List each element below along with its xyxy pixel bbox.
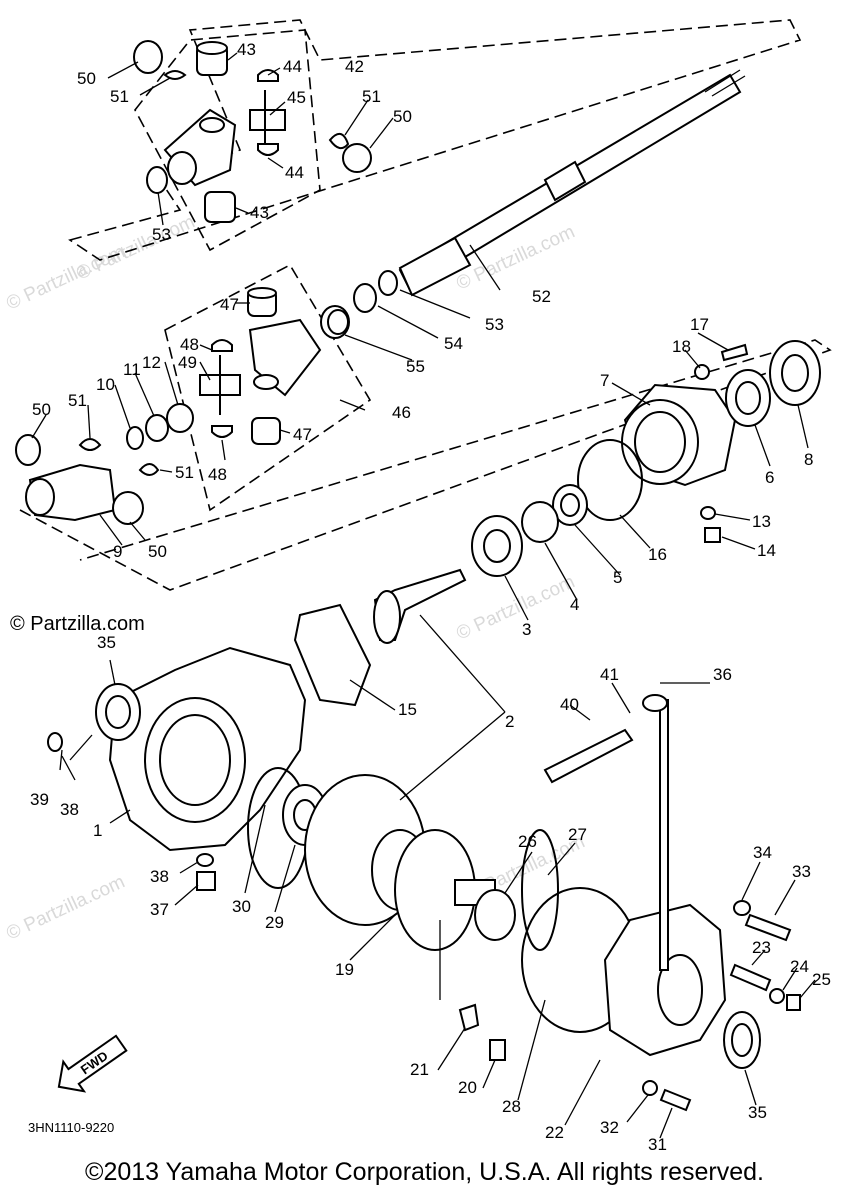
callout-label: 3 <box>522 620 531 639</box>
callout-label: 47 <box>293 425 312 444</box>
callout-label: 35 <box>97 633 116 652</box>
callout-label: 40 <box>560 695 579 714</box>
callout-label: 37 <box>150 900 169 919</box>
callout-label: 18 <box>672 337 691 356</box>
differential-cover <box>458 694 801 1112</box>
callout-label: 53 <box>152 225 171 244</box>
copyright-notice: ©2013 Yamaha Motor Corporation, U.S.A. A… <box>85 1158 764 1186</box>
callout-label: 48 <box>180 335 199 354</box>
callout-label: 13 <box>752 512 771 531</box>
callout-label: 12 <box>142 353 161 372</box>
callout-label: 51 <box>362 87 381 106</box>
callout-label: 30 <box>232 897 251 916</box>
watermark: © Partzilla.com <box>3 871 128 944</box>
watermark: © Partzilla.com <box>10 613 145 635</box>
callout-label: 51 <box>110 87 129 106</box>
callout-label: 36 <box>713 665 732 684</box>
callout-label: 50 <box>393 107 412 126</box>
callout-label: 1 <box>93 821 102 840</box>
callout-label: 50 <box>77 69 96 88</box>
callout-label: 48 <box>208 465 227 484</box>
front-yoke-parts <box>15 403 194 525</box>
lower-u-joint-parts <box>199 287 322 445</box>
callout-label: 23 <box>752 938 771 957</box>
leader-lines <box>31 52 816 1139</box>
callout-label: 44 <box>285 163 304 182</box>
callout-label: 54 <box>444 334 463 353</box>
callout-label: 55 <box>406 357 425 376</box>
callout-label: 53 <box>485 315 504 334</box>
callout-labels: 50 51 43 44 42 45 51 50 44 43 53 52 53 5… <box>30 40 831 1154</box>
callout-label: 47 <box>220 295 239 314</box>
drawing-code: 3HN1110-9220 <box>28 1120 114 1135</box>
callout-label: 9 <box>113 542 122 561</box>
callout-label: 51 <box>68 391 87 410</box>
callout-label: 11 <box>123 360 141 379</box>
callout-label: 41 <box>600 665 619 684</box>
callout-label: 2 <box>505 712 514 731</box>
group-outline-propeller-shaft <box>68 19 802 261</box>
differential-case <box>47 646 307 891</box>
callout-label: 45 <box>287 88 306 107</box>
callout-label: 20 <box>458 1078 477 1097</box>
callout-label: 35 <box>748 1103 767 1122</box>
callout-label: 29 <box>265 913 284 932</box>
upper-u-joint-parts <box>133 40 372 223</box>
callout-label: 14 <box>757 541 776 560</box>
shaft-seals <box>320 270 398 339</box>
callout-label: 24 <box>790 957 809 976</box>
bearing-housing-parts <box>471 340 821 577</box>
callout-label: 15 <box>398 700 417 719</box>
callout-label: 43 <box>237 40 256 59</box>
callout-label: 10 <box>96 375 115 394</box>
callout-label: 38 <box>150 867 169 886</box>
watermark: © Partzilla.com <box>453 571 578 644</box>
callout-label: 8 <box>804 450 813 469</box>
callout-label: 31 <box>648 1135 667 1154</box>
callout-label: 26 <box>518 832 537 851</box>
callout-label: 33 <box>792 862 811 881</box>
propeller-shaft <box>398 69 746 297</box>
callout-label: 50 <box>32 400 51 419</box>
callout-label: 50 <box>148 542 167 561</box>
callout-label: 7 <box>600 371 609 390</box>
callout-label: 21 <box>410 1060 429 1079</box>
callout-label: 52 <box>532 287 551 306</box>
group-outline-universal-joint-lower <box>164 263 372 512</box>
callout-label: 42 <box>345 57 364 76</box>
ring-gear-assembly <box>247 767 639 1033</box>
callout-label: 22 <box>545 1123 564 1142</box>
callout-label: 46 <box>392 403 411 422</box>
callout-label: 5 <box>613 568 622 587</box>
callout-label: 34 <box>753 843 772 862</box>
forward-arrow-icon: FWD <box>57 1034 128 1093</box>
callout-label: 4 <box>570 595 579 614</box>
callout-label: 6 <box>765 468 774 487</box>
group-outline-front-section <box>19 339 832 591</box>
pinion-gear-and-gasket <box>293 568 467 707</box>
callout-label: 16 <box>648 545 667 564</box>
callout-label: 19 <box>335 960 354 979</box>
callout-label: 17 <box>690 315 709 334</box>
callout-label: 38 <box>60 800 79 819</box>
callout-label: 49 <box>178 353 197 372</box>
callout-label: 25 <box>812 970 831 989</box>
callout-label: 51 <box>175 463 194 482</box>
callout-label: 44 <box>283 57 302 76</box>
callout-label: 27 <box>568 825 587 844</box>
callout-label: 32 <box>600 1118 619 1137</box>
callout-label: 43 <box>250 203 269 222</box>
callout-label: 39 <box>30 790 49 809</box>
callout-label: 28 <box>502 1097 521 1116</box>
group-outline-universal-joint-top <box>134 29 321 252</box>
